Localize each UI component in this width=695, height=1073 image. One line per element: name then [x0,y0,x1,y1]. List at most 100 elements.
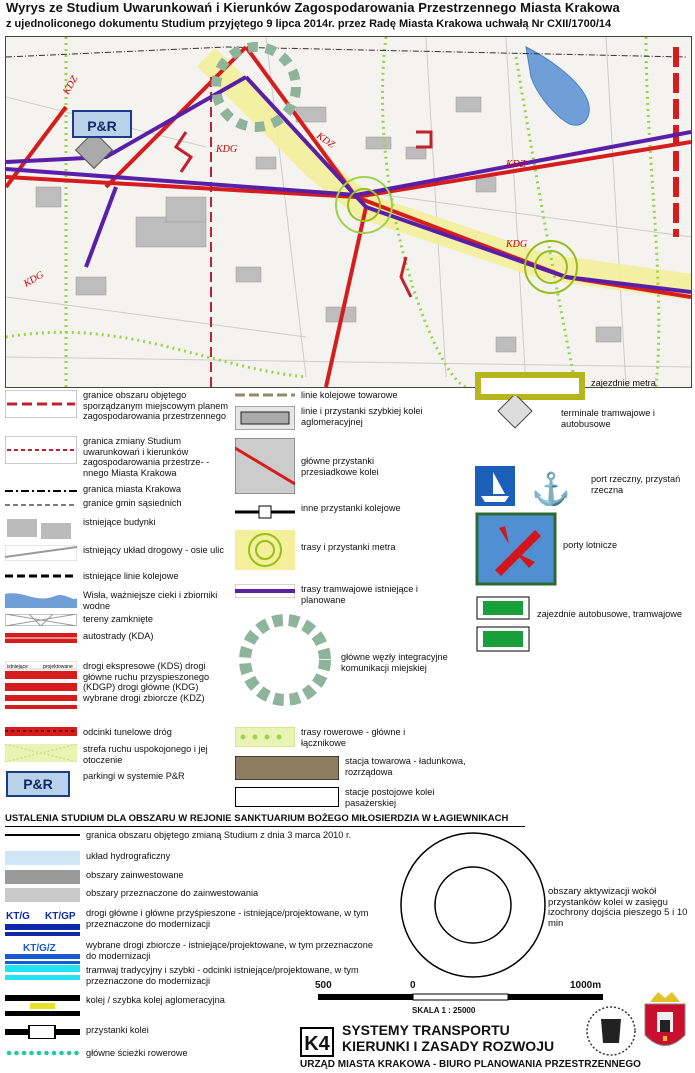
legend-item-hubs: główne węzły integracyjne komunikacji mi… [235,612,466,708]
legend-item-bike: trasy rowerowe - główne i łącznikowe [235,727,426,748]
legend-label-ktg: drogi główne i główne przyśpieszone - is… [86,908,369,929]
legend-symbol-freight_station [235,756,339,780]
legend-label-built: obszary zainwestowane [86,870,184,880]
plate-title-line2: KIERUNKI I ZASADY ROZWOJU [342,1038,555,1054]
legend-label-bike: trasy rowerowe - główne i łącznikowe [301,727,406,748]
legend-item-rail: istniejące linie kolejowe [5,571,228,583]
legend-label-depots: zajezdnie autobusowe, tramwajowe [537,609,683,619]
legend-item-built: obszary zainwestowane [5,870,376,884]
legend-item-stop_station: stacje postojowe kolei pasażerskiej [235,787,470,808]
legend-symbol-fast_rail [235,406,295,430]
legend-tag-planned: projektowane [43,664,73,670]
legend-symbol-hubs [239,614,331,706]
legend-item-freight_rail: linie kolejowe towarowe [235,390,426,401]
legend-item-boundary2010: granica obszaru objętego zmianą Studium … [5,830,376,841]
section2-divider [5,826,525,827]
legend-item-closed: tereny zamknięte [5,614,228,626]
legend-symbol-ktgz: KT/G/Z [5,943,80,964]
plate-code: K4 [300,1027,334,1057]
legend-symbol-other_stops [235,505,295,519]
legend-tag-kt-g-z: KT/G/Z [23,943,56,954]
legend-label-bikepaths: główne ścieżki rowerowe [86,1048,188,1058]
legend-symbol-buildings [7,519,71,539]
legend-symbol-boundary2010 [5,834,80,836]
map-label-kdg-2: KDG [505,239,527,250]
map-pr-badge: P&R [72,110,132,138]
legend-label-city_boundary: granica miasta Krakowa [83,484,182,494]
legend-label-metro: trasy i przystanki metra [301,542,396,552]
legend-label-railfast: kolej / szybka kolej aglomeracyjna [86,995,225,1005]
legend-label-to_build: obszary przeznaczone do zainwestowania [86,888,259,898]
legend-item-kda: autostrady (KDA) [5,631,228,645]
legend-item-plan_boundary: granice obszaru objętego sporządzanym mi… [5,390,228,422]
legend-symbol-kda [5,633,77,643]
legend-label-metro_depot: zajezdnie metra [591,378,656,388]
legend-symbol-pr: P&R [6,771,70,797]
legend-symbol-closed [5,614,77,626]
map-label-kdg-1: KDG [215,144,237,155]
page-title: Wyrys ze Studium Uwarunkowań i Kierunków… [6,0,620,15]
legend-item-roads: istniejący układ drogowy - osie ulic [5,545,228,561]
legend-item-railfast: kolej / szybka kolej aglomeracyjna [5,995,376,1017]
map-panel[interactable]: KDZ KDZ KDG KDZ KDG KDG P&R [5,36,692,388]
page-subtitle: z ujednoliconego dokumentu Studium przyj… [6,18,612,30]
legend-label-hubs: główne węzły integracyjne komunikacji mi… [341,652,448,673]
legend-symbol-rail [5,574,77,578]
legend-symbol-depots [476,596,530,652]
legend-item-airport: porty lotnicze [475,512,684,588]
legend-symbol-hydro [5,851,80,865]
legend-item-other_stops: inne przystanki kolejowe [235,503,426,521]
legend-symbol-airport [475,512,557,586]
legend-symbol-plan_boundary [5,390,77,418]
legend-label-roads: istniejący układ drogowy - osie ulic [83,545,224,555]
legend-symbol-terminals [497,396,533,429]
plate-title-line1: SYSTEMY TRANSPORTU [342,1022,510,1038]
legend-label-terminals: terminale tramwajowe i autobusowe [561,408,655,429]
legend-label-freight_station: stacja towarowa - ładunkowa, rozrządowa [345,756,466,777]
scale-bar [318,993,603,1001]
legend-item-to_build: obszary przeznaczone do zainwestowania [5,888,376,902]
legend-symbol-tunnel [5,727,77,736]
legend-item-buildings: istniejące budynki [5,517,228,541]
map-drawing: KDZ KDZ KDG KDZ KDG KDG [6,37,691,387]
legend-item-metro: trasy i przystanki metra [235,530,426,570]
legend-symbol-railstops [5,1025,80,1039]
legend-symbol-roads [5,545,77,561]
legend-label-tunnel: odcinki tunelowe dróg [83,727,172,737]
legend-label-water: Wisła, ważniejsze cieki i zbiorniki wodn… [83,590,218,611]
legend-label-kda: autostrady (KDA) [83,631,154,641]
legend-item-fast_rail: linie i przystanki szybkiej kolei aglome… [235,406,426,430]
legend-pr-text: P&R [23,776,53,792]
legend-label-railstops: przystanki kolei [86,1025,149,1035]
legend-tag-kt-gp: KT/GP [45,911,76,922]
isochrone-symbol [400,832,546,978]
isochrone-label: obszary aktywizacji wokół przystanków ko… [548,886,688,929]
legend-label-closed: tereny zamknięte [83,614,153,624]
legend-label-plan_boundary: granice obszaru objętego sporządzanym mi… [83,390,229,421]
legend-item-bikepaths: główne ścieżki rowerowe [5,1048,376,1059]
legend-label-study_change: granica zmiany Studium uwarunkowań i kie… [83,436,210,478]
legend-symbol-freight_rail [235,393,295,397]
legend-label-buildings: istniejące budynki [83,517,156,527]
legend-symbol-metro_depot [475,372,585,400]
legend-item-freight_station: stacja towarowa - ładunkowa, rozrządowa [235,756,470,780]
legend-symbol-tramfast [5,965,80,980]
legend-item-water: Wisła, ważniejsze cieki i zbiorniki wodn… [5,590,228,611]
legend-symbol-commune_boundary [5,504,77,506]
scale-tick-1000: 1000m [570,980,602,991]
legend-symbol-city_boundary [5,490,77,492]
legend-label-fast_rail: linie i przystanki szybkiej kolei aglome… [301,406,423,427]
legend-item-metro_depot: zajezdnie metra [475,372,684,400]
krakow-coat-of-arms [644,992,686,1046]
legend-tag-kt-g: KT/G [6,911,30,922]
legend-label-port: port rzeczny, przystań rzeczna [591,474,681,495]
legend-item-study_change: granica zmiany Studium uwarunkowań i kie… [5,436,228,478]
legend-label-other_stops: inne przystanki kolejowe [301,503,401,513]
legend-item-tram: trasy tramwajowe istniejące i planowane [235,584,426,605]
legend-symbol-metro [235,530,295,570]
legend-label-tramfast: tramwaj tradycyjny i szybki - odcinki is… [86,965,359,986]
legend-item-ktg: KT/G KT/GP drogi główne i główne przyśpies… [5,908,376,938]
